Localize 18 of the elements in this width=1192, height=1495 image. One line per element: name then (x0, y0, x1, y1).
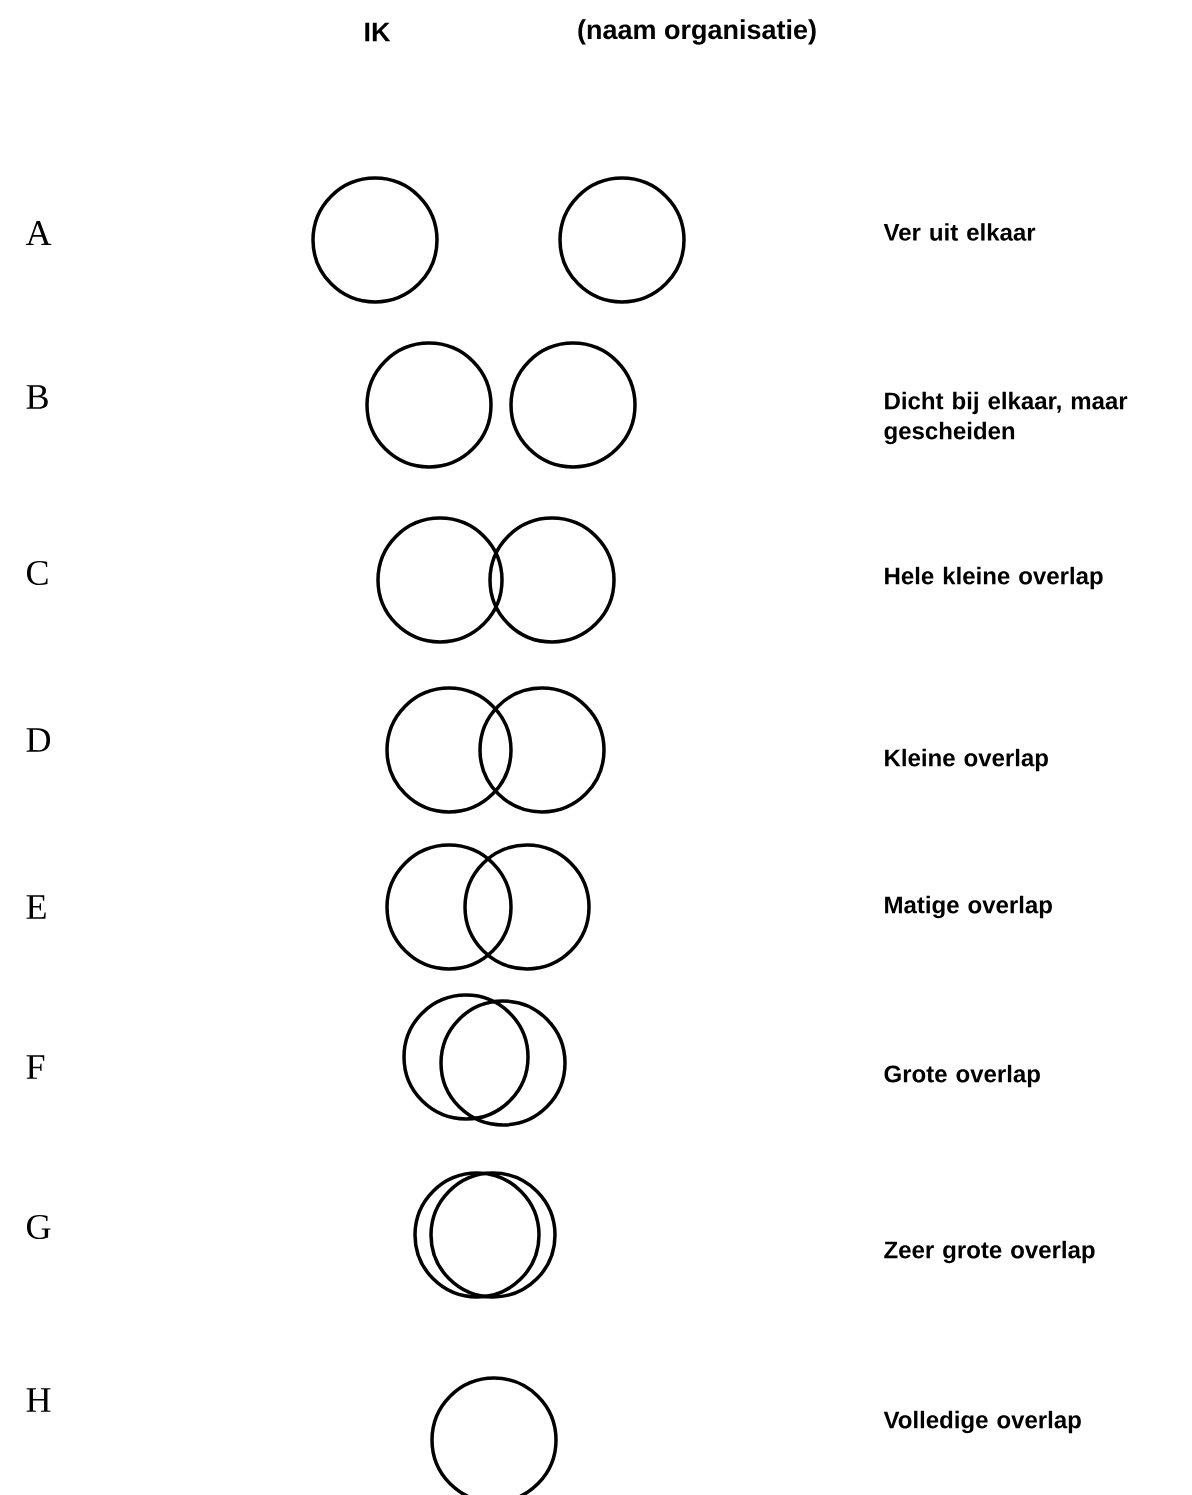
row-letter: B (26, 385, 48, 409)
row-letter: G (27, 1214, 51, 1240)
overlap-description: Kleine overlap (885, 748, 1048, 772)
row-letter: D (26, 728, 51, 752)
row-letter: E (26, 895, 46, 919)
column-heading: IK (365, 22, 391, 42)
row-letter: A (25, 221, 52, 245)
row-letter: H (26, 1388, 51, 1412)
column-heading: (naam organisatie) (578, 19, 816, 45)
overlap-description: Zeer grote overlap (884, 1240, 1095, 1264)
overlap-description: Ver uit elkaar (883, 223, 1036, 241)
overlap-description: Matige overlap (885, 895, 1052, 919)
row-letter: C (27, 560, 48, 586)
overlap-description: Volledige overlap (883, 1410, 1081, 1434)
row-letter: F (26, 1055, 45, 1079)
overlap-description: Grote overlap (884, 1064, 1040, 1088)
overlap-description: Dicht bij elkaar, maar gescheiden (884, 391, 1128, 445)
overlap-description: Hele kleine overlap (885, 566, 1103, 590)
